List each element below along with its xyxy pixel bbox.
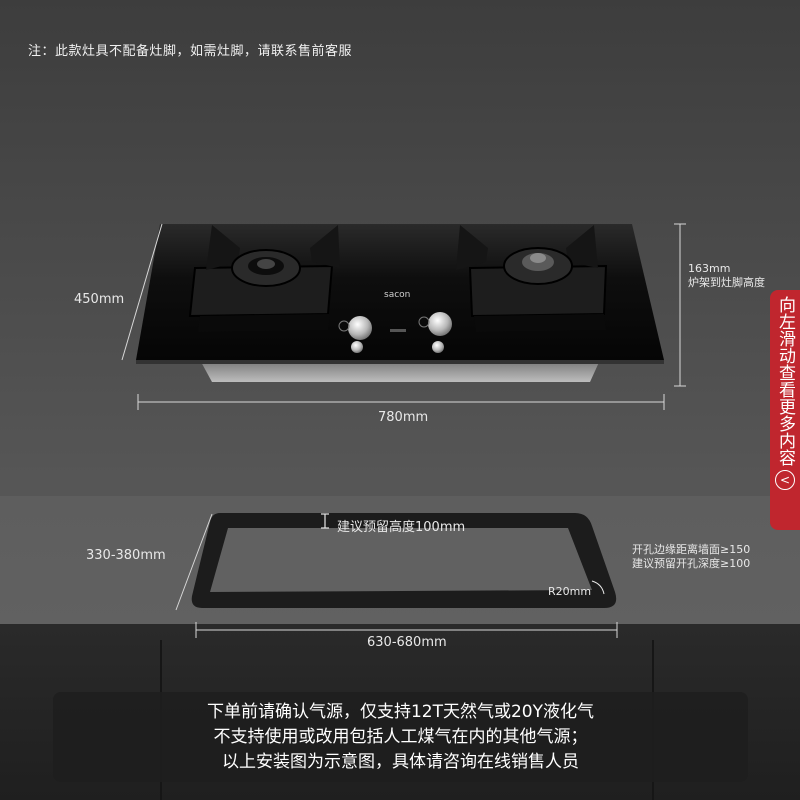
- notice-line-3: 以上安装图为示意图，具体请咨询在线销售人员: [222, 751, 579, 772]
- right-knob: [428, 312, 452, 353]
- cutout-diagram: [191, 513, 617, 608]
- cutout-edge-note-2: 建议预留开孔深度≥100: [632, 557, 751, 570]
- cutout-width-label: 630-680mm: [367, 635, 447, 650]
- left-burner-grate: [188, 225, 340, 332]
- right-burner-grate: [456, 225, 608, 332]
- swipe-hint-text: 向左滑动查看更多内容: [775, 296, 795, 466]
- cutout-edge-note-1: 开孔边缘距离墙面≥150: [632, 543, 751, 556]
- stove-illustration: sacon: [121, 223, 686, 410]
- cutout-radius-label: R20mm: [548, 585, 592, 598]
- left-knob: [348, 316, 372, 353]
- notice-line-2: 不支持使用或改用包括人工煤气在内的其他气源；: [213, 726, 588, 747]
- stove-height-label: 163mm: [688, 262, 731, 275]
- chevron-left-icon[interactable]: <: [775, 470, 795, 490]
- cutout-reserve-label: 建议预留高度100mm: [337, 520, 466, 535]
- stove-height-caption: 炉架到灶脚高度: [688, 276, 765, 289]
- brand-logo: sacon: [384, 290, 410, 300]
- stove-width-label: 780mm: [378, 410, 429, 425]
- swipe-hint-tab[interactable]: 向左滑动查看更多内容 <: [770, 290, 800, 530]
- cutout-dimension-lines: [175, 513, 618, 638]
- stove-depth-label: 450mm: [74, 292, 125, 307]
- top-note: 注：此款灶具不配备灶脚，如需灶脚，请联系售前客服: [28, 44, 353, 59]
- cutout-depth-label: 330-380mm: [86, 548, 166, 563]
- notice-line-1: 下单前请确认气源，仅支持12T天然气或20Y液化气: [206, 701, 595, 722]
- gas-notice-box: 下单前请确认气源，仅支持12T天然气或20Y液化气 不支持使用或改用包括人工煤气…: [53, 692, 748, 782]
